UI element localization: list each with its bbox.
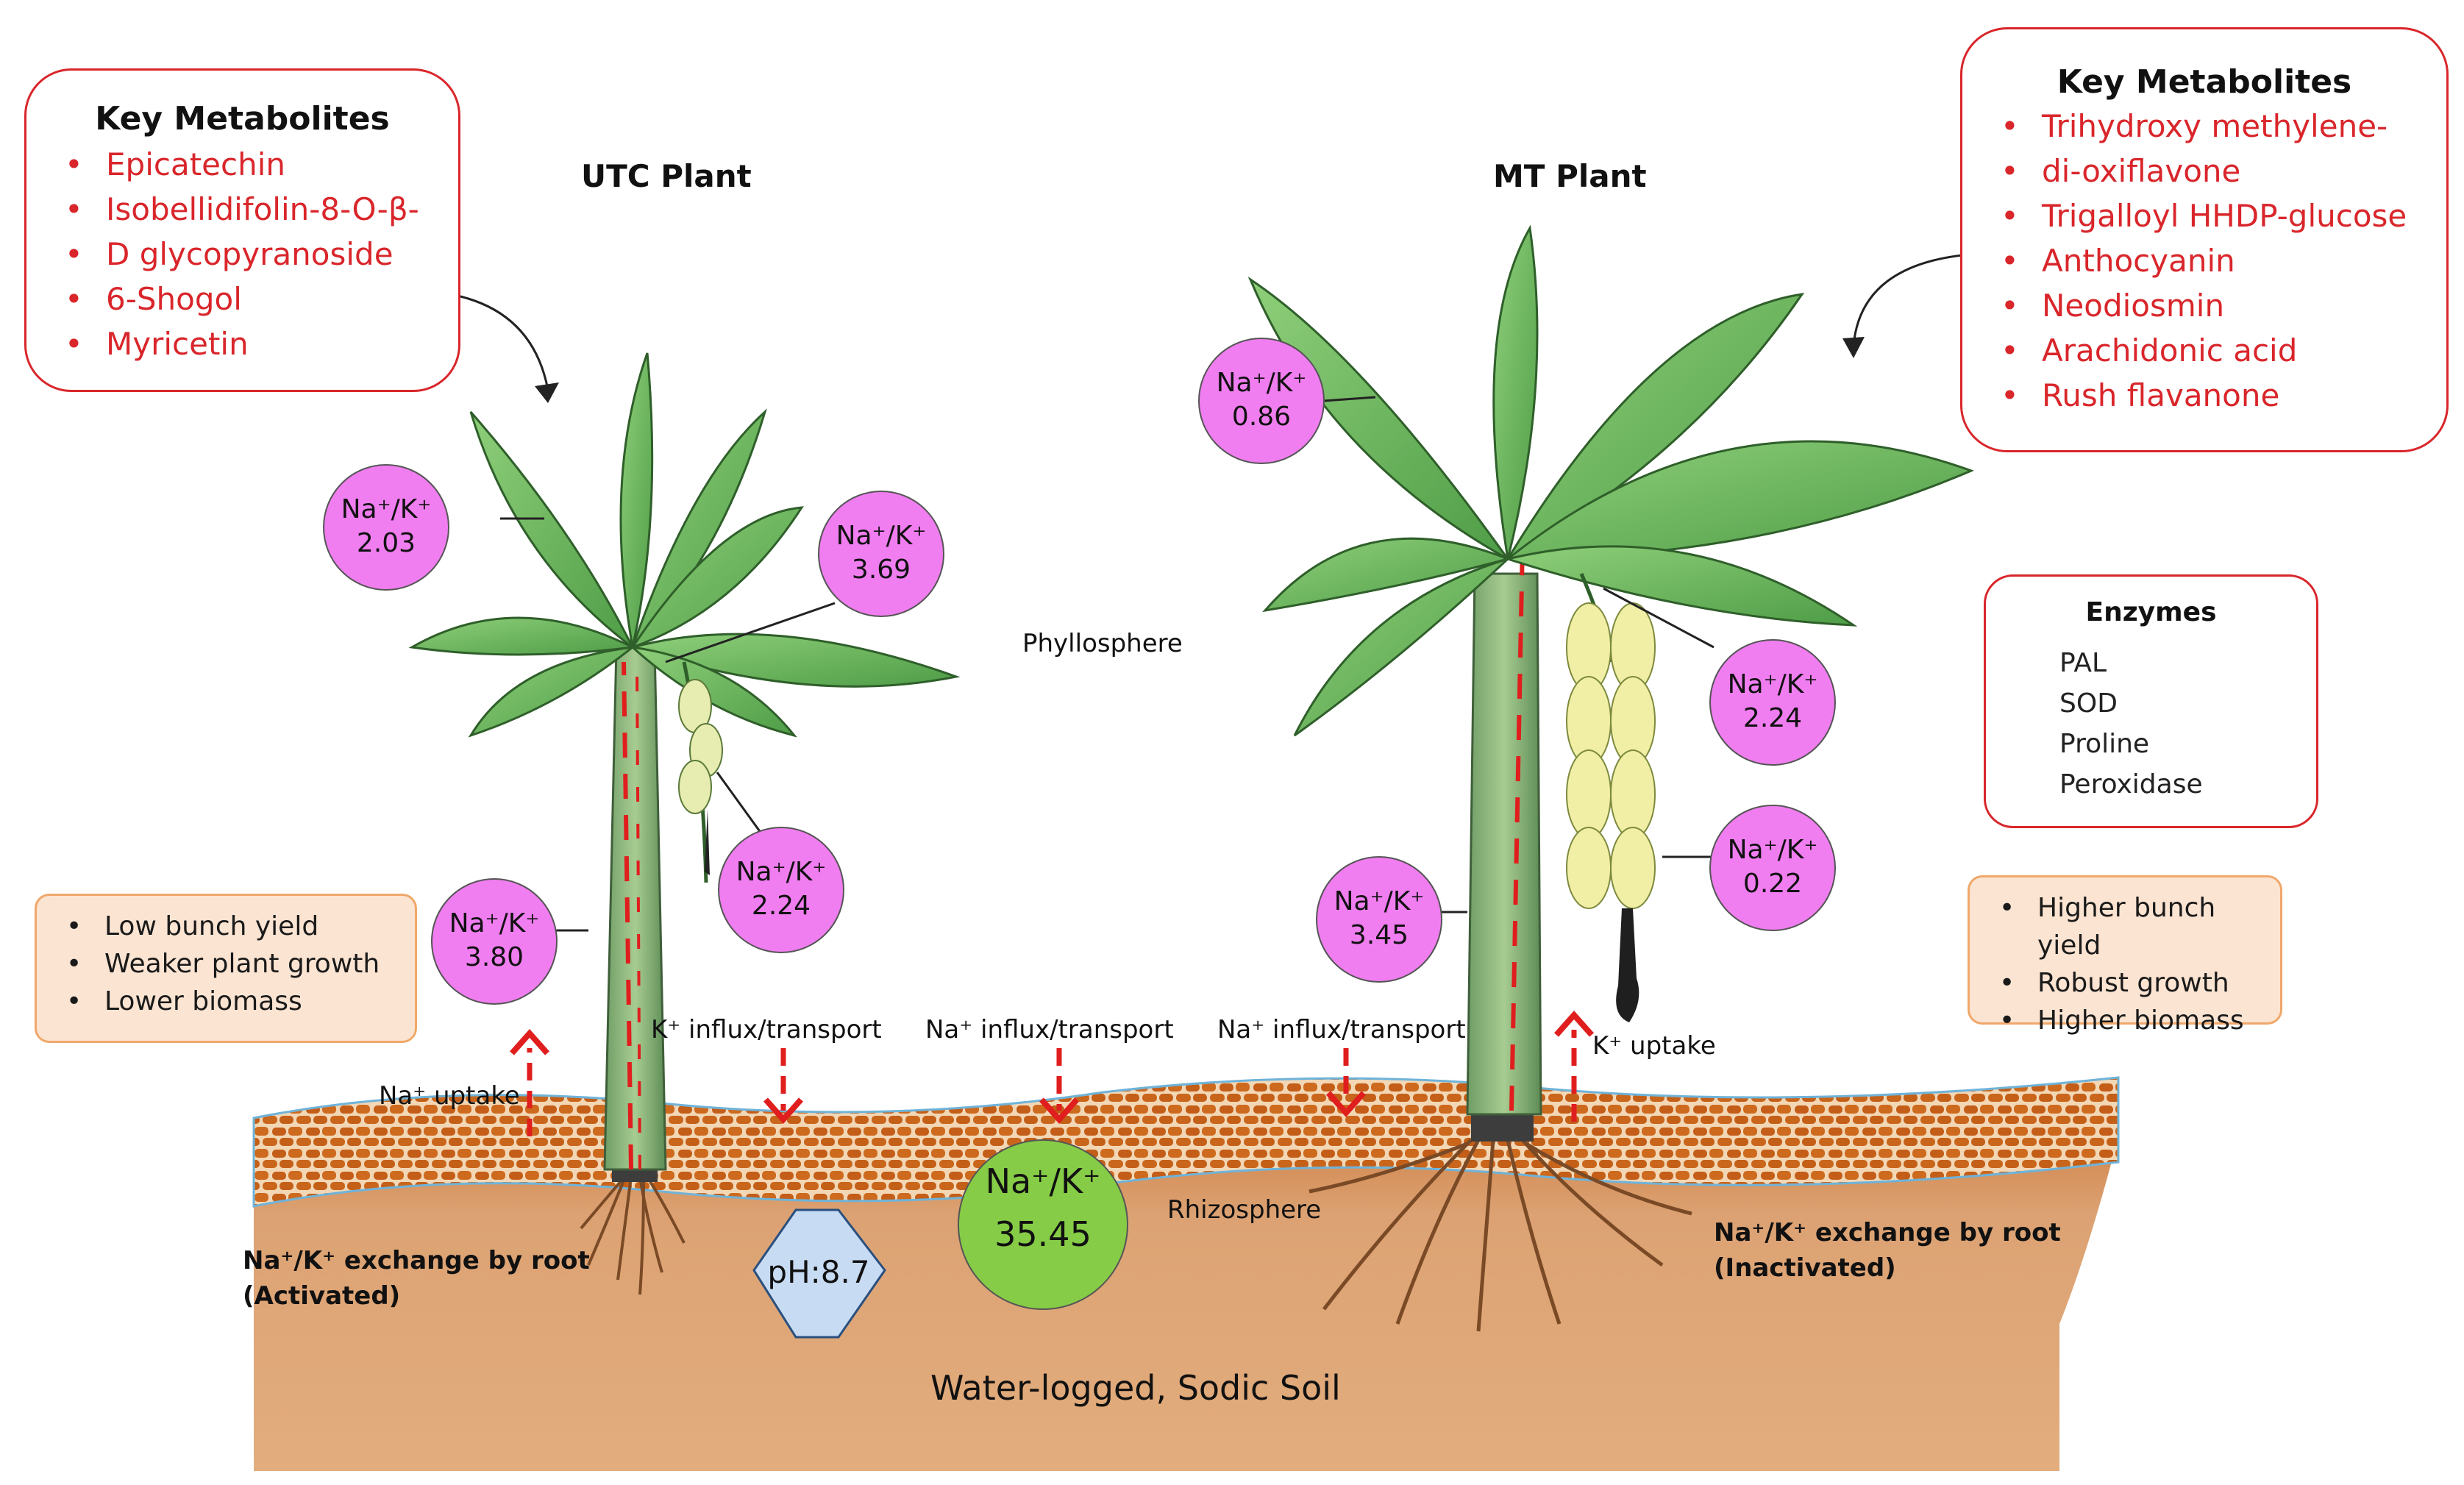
utc-roots (580, 1175, 686, 1295)
mt-metabolite-item: Rush flavanone (1962, 373, 2446, 418)
utc-outcomes-box: Low bunch yield Weaker plant growth Lowe… (35, 894, 417, 1043)
mt-enzymes-box: Enzymes PAL SOD Proline Peroxidase (1984, 574, 2318, 828)
mt-metabolites-title: Key Metabolites (2057, 63, 2352, 101)
flux-arrowheads (510, 1010, 1594, 1125)
utc-ratio-circle-stem (431, 878, 558, 1005)
mt-metabolites-box: Key Metabolites Trihydroxy methylene- di… (1960, 27, 2449, 452)
utc-outcome-item: Weaker plant growth (37, 945, 415, 983)
utc-outcome-item: Lower biomass (37, 983, 415, 1020)
k-influx-label: K⁺ influx/transport (651, 1015, 882, 1044)
utc-metabolite-item-continued: D glycopyranoside (26, 232, 458, 277)
ratio-circles (323, 338, 1836, 1310)
ph-hexagon (752, 1208, 886, 1339)
mt-ratio-circle-stem (1316, 856, 1442, 983)
mt-outcomes-box: Higher bunch yield Robust growth Higher … (1968, 875, 2282, 1039)
mt-ratio-bunch-low: Na⁺/K⁺0.22 (1727, 835, 1818, 899)
mt-banana-bunch (1566, 602, 1656, 909)
utc-ratio-leaf: Na⁺/K⁺2.03 (341, 494, 432, 558)
mt-metabolite-item: Trigalloyl HHDP-glucose (1962, 193, 2446, 238)
mt-metabolite-item: Neodiosmin (1962, 283, 2446, 328)
utc-metabolites-box: Key Metabolites Epicatechin Isobellidifo… (24, 68, 460, 392)
na-influx-right-label: Na⁺ influx/transport (1217, 1015, 1466, 1044)
utc-plant-illustration (408, 352, 961, 1295)
mt-outcome-item: Higher bunch yield (1970, 889, 2280, 964)
mt-ratio-stem: Na⁺/K⁺3.45 (1334, 886, 1425, 950)
utc-ratio-circle-bunch (718, 827, 844, 953)
utc-metabolite-item: Isobellidifolin-8-O-β- (26, 187, 458, 232)
soil-ratio: Na⁺/K⁺35.45 (985, 1161, 1101, 1254)
utc-metabolites-title: Key Metabolites (95, 100, 390, 138)
utc-ratio-circle-upper (818, 491, 944, 617)
utc-ratio-bunch: Na⁺/K⁺2.24 (736, 857, 827, 921)
mt-outcome-item: Robust growth (1970, 964, 2280, 1002)
enzyme-item: PAL (2059, 648, 2107, 678)
mt-ratio-circle-leaf (1198, 338, 1325, 464)
mt-metabolite-item: Trihydroxy methylene- (1962, 104, 2446, 149)
mt-metabolite-item: Arachidonic acid (1962, 328, 2446, 373)
enzyme-item: SOD (2059, 688, 2118, 719)
mt-root-exchange-label: Na⁺/K⁺ exchange by root (Inactivated) (1714, 1218, 2061, 1283)
mt-metabolite-arrow (1852, 252, 1979, 346)
utc-outcome-item: Low bunch yield (37, 908, 415, 945)
leader-lines (500, 396, 1715, 932)
utc-ratio-stem: Na⁺/K⁺3.80 (449, 908, 540, 972)
mt-metabolite-item: Anthocyanin (1962, 238, 2446, 283)
mt-plant-title: MT Plant (1493, 158, 1647, 194)
utc-leaves (408, 352, 961, 738)
utc-ratio-circle-leaf (323, 464, 449, 591)
na-influx-center-label: Na⁺ influx/transport (925, 1015, 1174, 1044)
soil-caption: Water-logged, Sodic Soil (930, 1368, 1341, 1408)
na-uptake-label: Na⁺ uptake (379, 1081, 520, 1111)
enzyme-item: Proline (2059, 729, 2150, 759)
mt-ratio-circle-bunch (1709, 639, 1836, 766)
mt-enzymes-title: Enzymes (2085, 597, 2217, 627)
mt-metabolite-item-continued: di-oxiflavone (1962, 149, 2446, 193)
utc-ratio-upper: Na⁺/K⁺3.69 (836, 521, 927, 585)
utc-metabolite-item: Epicatechin (26, 142, 458, 187)
ph-label: pH:8.7 (767, 1254, 870, 1290)
mt-outcome-item: Higher biomass (1970, 1002, 2280, 1039)
utc-metabolite-item: Myricetin (26, 321, 458, 366)
k-uptake-label: K⁺ uptake (1592, 1031, 1716, 1061)
phyllosphere-label: Phyllosphere (1022, 629, 1183, 658)
mt-ratio-circle-bunch-low (1709, 805, 1836, 931)
utc-metabolite-item: 6-Shogol (26, 277, 458, 321)
mt-ratio-bunch: Na⁺/K⁺2.24 (1727, 669, 1818, 733)
topsoil-pebble-layer (252, 1076, 2120, 1208)
enzyme-item: Peroxidase (2059, 769, 2203, 800)
flux-arrows (527, 1030, 1577, 1136)
utc-plant-title: UTC Plant (581, 158, 752, 194)
mt-leaves (1247, 224, 1975, 737)
rhizosphere-label: Rhizosphere (1167, 1195, 1322, 1225)
mt-plant-illustration (1247, 224, 1975, 1332)
utc-root-exchange-label: Na⁺/K⁺ exchange by root (Activated) (243, 1246, 590, 1311)
soil-ratio-circle (958, 1139, 1128, 1310)
mt-roots (1308, 1139, 1692, 1332)
mt-ratio-leaf: Na⁺/K⁺0.86 (1216, 368, 1307, 432)
